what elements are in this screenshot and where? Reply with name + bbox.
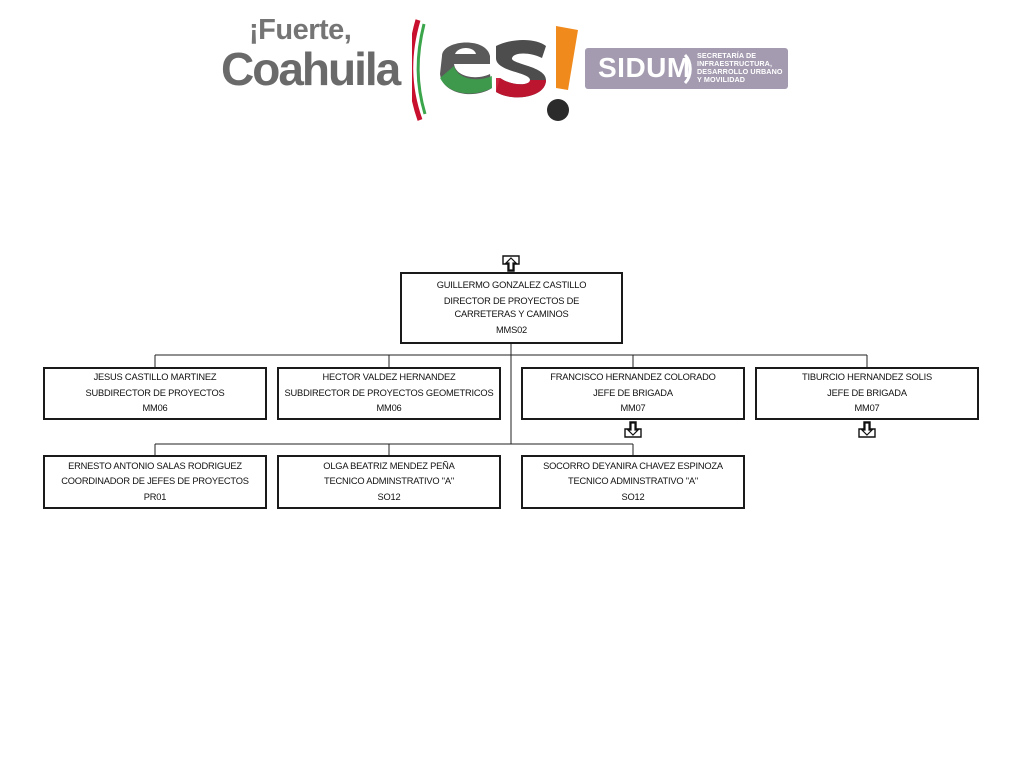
node-code: MM07: [854, 403, 880, 414]
logo-fuerte-text: ¡Fuerte,: [249, 14, 352, 46]
node-code: MM07: [620, 403, 646, 414]
node-name: SOCORRO DEYANIRA CHAVEZ ESPINOZA: [543, 460, 723, 471]
node-title: TECNICO ADMINSTRATIVO "A": [323, 476, 455, 487]
node-title: SUBDIRECTOR DE PROYECTOS: [85, 387, 225, 398]
node-title: JEFE DE BRIGADA: [593, 387, 673, 398]
org-node: HECTOR VALDEZ HERNANDEZ SUBDIRECTOR DE P…: [277, 367, 501, 420]
node-code: SO12: [621, 491, 645, 502]
sidum-label: SIDUM: [598, 52, 691, 83]
org-node: JESUS CASTILLO MARTINEZ SUBDIRECTOR DE P…: [43, 367, 267, 420]
org-node-director: GUILLERMO GONZALEZ CASTILLO DIRECTOR DE …: [400, 272, 623, 344]
node-title: JEFE DE BRIGADA: [827, 387, 907, 398]
org-node: TIBURCIO HERNANDEZ SOLIS JEFE DE BRIGADA…: [755, 367, 979, 420]
node-title: COORDINADOR DE JEFES DE PROYECTOS: [61, 476, 249, 487]
down-arrow-icon[interactable]: [858, 421, 876, 438]
node-title: TECNICO ADMINSTRATIVO "A": [567, 476, 699, 487]
node-name: JESUS CASTILLO MARTINEZ: [93, 372, 217, 383]
down-arrow-icon[interactable]: [624, 421, 642, 438]
up-arrow-icon[interactable]: [502, 255, 520, 272]
org-node: OLGA BEATRIZ MENDEZ PEÑA TECNICO ADMINST…: [277, 455, 501, 509]
node-name: FRANCISCO HERNANDEZ COLORADO: [550, 372, 716, 383]
node-code: MM06: [376, 403, 402, 414]
node-name: OLGA BEATRIZ MENDEZ PEÑA: [323, 460, 455, 471]
node-name: TIBURCIO HERNANDEZ SOLIS: [801, 372, 933, 383]
es-logo-mark: [412, 19, 578, 121]
org-node: FRANCISCO HERNANDEZ COLORADO JEFE DE BRI…: [521, 367, 745, 420]
node-code: MM06: [142, 403, 168, 414]
sidum-description: SECRETARÍA DE INFRAESTRUCTURA, DESARROLL…: [697, 51, 783, 84]
org-node: SOCORRO DEYANIRA CHAVEZ ESPINOZA TECNICO…: [521, 455, 745, 509]
node-title: SUBDIRECTOR DE PROYECTOS GEOMETRICOS: [284, 387, 494, 398]
org-node: ERNESTO ANTONIO SALAS RODRIGUEZ COORDINA…: [43, 455, 267, 509]
node-name: ERNESTO ANTONIO SALAS RODRIGUEZ: [68, 460, 242, 471]
logo-coahuila-text: Coahuila: [221, 43, 401, 95]
coahuila-logo: ¡Fuerte, Coahuila: [221, 14, 416, 96]
sidum-divider-icon: [683, 54, 692, 84]
node-name: GUILLERMO GONZALEZ CASTILLO: [436, 279, 587, 290]
node-code: MMS02: [495, 325, 528, 335]
node-name: HECTOR VALDEZ HERNANDEZ: [322, 372, 456, 383]
node-code: SO12: [377, 491, 401, 502]
node-code: PR01: [143, 491, 167, 502]
node-title: DIRECTOR DE PROYECTOS DE CARRETERAS Y CA…: [443, 296, 580, 319]
